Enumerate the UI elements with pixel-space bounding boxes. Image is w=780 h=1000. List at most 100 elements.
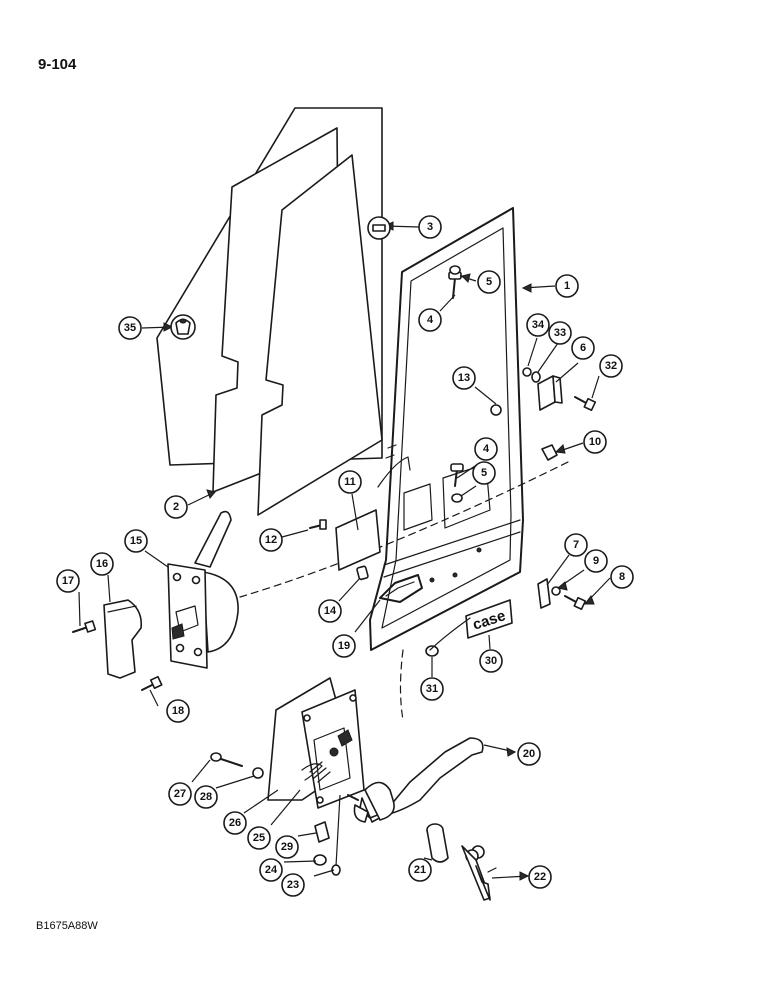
arrowheads	[163, 221, 595, 881]
outer-handle	[347, 737, 484, 823]
screw-32	[574, 396, 597, 412]
swing-path-lines	[239, 461, 569, 721]
callout-3: 3	[418, 215, 442, 239]
screw-18	[141, 675, 163, 691]
hinge-bracket	[167, 510, 239, 669]
callout-label: 28	[200, 791, 212, 803]
callout-label: 33	[554, 327, 566, 339]
callout-label: 23	[287, 879, 299, 891]
callout-12: 12	[259, 528, 283, 552]
keys	[461, 845, 497, 901]
screw-4-upper	[448, 271, 462, 299]
screw-27	[210, 752, 243, 767]
callout-label: 12	[265, 534, 277, 546]
callout-label: 9	[593, 555, 599, 567]
screw-4-middle	[450, 463, 464, 487]
callout-17: 17	[56, 569, 80, 593]
callout-18: 18	[166, 699, 190, 723]
trim-panel	[335, 456, 411, 571]
callout-label: 26	[229, 817, 241, 829]
callout-21: 21	[408, 858, 432, 882]
page-number: 9-104	[38, 56, 77, 73]
clip-10	[541, 444, 558, 461]
callout-label: 18	[172, 705, 184, 717]
bracket-7	[537, 578, 551, 609]
callout-label: 4	[427, 314, 434, 326]
callout-22: 22	[528, 865, 552, 889]
callout-33: 33	[548, 321, 572, 345]
striker-plate	[537, 375, 563, 411]
callout-34: 34	[526, 313, 550, 337]
callout-label: 10	[589, 436, 601, 448]
callout-5-upper: 5	[477, 270, 501, 294]
leader-lines	[78, 225, 611, 879]
lock-cylinder	[426, 823, 449, 863]
washer-5-middle	[451, 493, 463, 503]
callout-label: 31	[426, 683, 438, 695]
callout-35: 35	[118, 316, 142, 340]
callout-19: 19	[332, 634, 356, 658]
callout-8: 8	[610, 565, 634, 589]
callout-label: 17	[62, 575, 74, 587]
callout-24: 24	[259, 858, 283, 882]
callout-27: 27	[168, 782, 192, 806]
callout-label: 29	[281, 841, 293, 853]
washer-34	[522, 367, 532, 377]
door-frame	[369, 207, 524, 651]
latch-block-29	[314, 821, 330, 843]
callout-label: 7	[573, 539, 579, 551]
callout-14: 14	[318, 599, 342, 623]
callout-2: 2	[164, 495, 188, 519]
callout-25: 25	[247, 826, 271, 850]
callout-label: 19	[338, 640, 350, 652]
callout-5-middle: 5	[472, 461, 496, 485]
callout-13: 13	[452, 366, 476, 390]
callout-label: 2	[173, 501, 179, 513]
callout-label: 8	[619, 571, 625, 583]
screw-8	[564, 595, 587, 611]
case-emblem: case	[429, 599, 513, 651]
callout-label: 5	[481, 467, 487, 479]
callout-16: 16	[90, 552, 114, 576]
callout-4-middle: 4	[474, 437, 498, 461]
callout-label: 3	[427, 221, 433, 233]
callout-28: 28	[194, 785, 218, 809]
callout-label: 27	[174, 788, 186, 800]
callout-label: 4	[483, 443, 490, 455]
latch-assembly	[301, 689, 365, 809]
screw-17	[72, 620, 97, 633]
callout-6: 6	[571, 336, 595, 360]
callout-10: 10	[583, 430, 607, 454]
callout-label: 1	[564, 280, 570, 292]
callout-label: 11	[344, 476, 356, 488]
washer-9	[551, 586, 561, 596]
callout-1: 1	[555, 274, 579, 298]
clip-icon-3	[367, 216, 391, 240]
callout-label: 16	[96, 558, 108, 570]
callout-4-upper: 4	[418, 308, 442, 332]
washer-5-upper	[449, 265, 461, 275]
callout-11: 11	[338, 470, 362, 494]
grommet-icon-35	[170, 314, 196, 340]
callout-label: 25	[253, 832, 265, 844]
callout-label: 6	[580, 342, 586, 354]
nut-24	[313, 854, 327, 866]
pin-14	[356, 565, 369, 581]
glass-panel-inner	[257, 154, 383, 516]
callout-15: 15	[124, 529, 148, 553]
callout-23: 23	[281, 873, 305, 897]
callout-20: 20	[517, 742, 541, 766]
washer-33	[531, 371, 541, 383]
callout-label: 35	[124, 322, 136, 334]
plug-31	[425, 645, 439, 657]
callout-label: 20	[523, 748, 535, 760]
latch-cover	[103, 599, 143, 679]
washer-28	[252, 767, 264, 779]
callout-label: 13	[458, 372, 470, 384]
callout-30: 30	[479, 649, 503, 673]
callout-label: 5	[486, 276, 492, 288]
callout-31: 31	[420, 677, 444, 701]
callout-label: 21	[414, 864, 426, 876]
